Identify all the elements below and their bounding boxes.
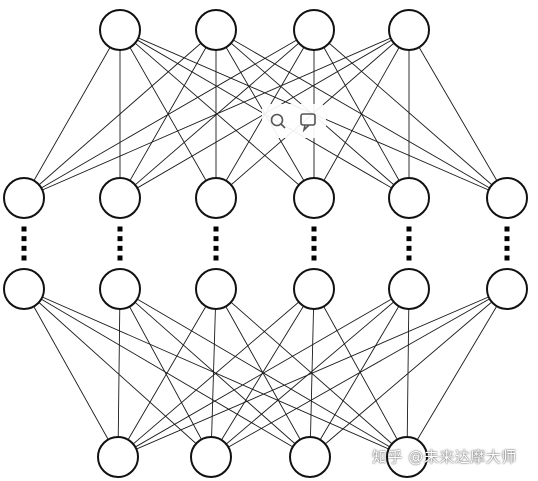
edge-lower-hidden-1-bottom-1 <box>119 288 212 458</box>
edge-lower-hidden-0-bottom-0 <box>23 288 119 458</box>
ellipsis-dot-0-1 <box>21 236 27 242</box>
node-upper-hidden-4 <box>388 177 430 219</box>
ellipsis-dot-5-2 <box>504 245 510 251</box>
edge-lower-hidden-0-bottom-1 <box>23 288 212 458</box>
node-upper-hidden-2 <box>195 177 237 219</box>
ellipsis-dot-1-2 <box>117 245 123 251</box>
network-edges <box>23 29 508 458</box>
edge-lower-hidden-3-bottom-1 <box>210 288 315 458</box>
node-top-1 <box>195 9 237 51</box>
edge-lower-hidden-3-bottom-0 <box>117 288 315 458</box>
edge-lower-hidden-1-bottom-2 <box>119 288 311 458</box>
edge-lower-hidden-2-bottom-0 <box>117 288 217 458</box>
ellipsis-dot-5-3 <box>504 255 510 261</box>
edge-lower-hidden-3-bottom-3 <box>313 288 408 458</box>
ellipsis-dot-1-3 <box>117 255 123 261</box>
edge-top-2-upper-hidden-5 <box>313 29 508 199</box>
node-bottom-0 <box>97 436 139 478</box>
ellipsis-dot-1-0 <box>117 226 123 232</box>
edge-lower-hidden-1-bottom-0 <box>117 288 121 458</box>
search-icon[interactable] <box>270 113 286 129</box>
image-toolbar-overlay <box>262 104 326 138</box>
edge-top-2-upper-hidden-0 <box>23 29 315 199</box>
ellipsis-dot-4-0 <box>406 226 412 232</box>
edge-lower-hidden-5-bottom-3 <box>406 288 508 458</box>
ellipsis-dot-4-2 <box>406 245 412 251</box>
node-upper-hidden-0 <box>3 177 45 219</box>
edge-top-0-upper-hidden-0 <box>23 29 121 199</box>
edge-top-3-upper-hidden-3 <box>313 29 410 199</box>
node-bottom-1 <box>190 436 232 478</box>
layer-ellipses <box>21 226 510 261</box>
node-lower-hidden-1 <box>99 268 141 310</box>
edge-top-1-upper-hidden-0 <box>23 29 217 199</box>
ellipsis-dot-4-1 <box>406 236 412 242</box>
network-nodes <box>3 9 528 478</box>
ellipsis-dot-3-2 <box>311 245 317 251</box>
node-bottom-3 <box>386 436 428 478</box>
ellipsis-dot-3-1 <box>311 236 317 242</box>
ellipsis-dot-0-2 <box>21 245 27 251</box>
ellipsis-dot-0-0 <box>21 226 27 232</box>
node-lower-hidden-4 <box>388 268 430 310</box>
ellipsis-dot-2-3 <box>213 255 219 261</box>
ellipsis-dot-5-0 <box>504 226 510 232</box>
node-lower-hidden-5 <box>486 268 528 310</box>
edge-lower-hidden-2-bottom-1 <box>210 288 217 458</box>
node-upper-hidden-3 <box>293 177 335 219</box>
edge-lower-hidden-5-bottom-1 <box>210 288 508 458</box>
ellipsis-dot-3-3 <box>311 255 317 261</box>
toolbar-background <box>262 104 326 138</box>
node-top-3 <box>388 9 430 51</box>
ellipsis-dot-4-3 <box>406 255 412 261</box>
node-bottom-2 <box>289 436 331 478</box>
node-upper-hidden-1 <box>99 177 141 219</box>
node-top-0 <box>99 9 141 51</box>
edge-top-3-upper-hidden-0 <box>23 29 410 199</box>
ellipsis-dot-1-1 <box>117 236 123 242</box>
ellipsis-dot-3-0 <box>311 226 317 232</box>
edge-lower-hidden-5-bottom-0 <box>117 288 508 458</box>
ellipsis-dot-5-1 <box>504 236 510 242</box>
edge-top-3-upper-hidden-5 <box>408 29 508 199</box>
watermark: 知乎 @未来达摩大师 <box>372 448 517 466</box>
edge-lower-hidden-5-bottom-2 <box>309 288 508 458</box>
node-lower-hidden-0 <box>3 268 45 310</box>
ellipsis-dot-2-1 <box>213 236 219 242</box>
edge-lower-hidden-4-bottom-0 <box>117 288 410 458</box>
node-top-2 <box>293 9 335 51</box>
edge-top-1-upper-hidden-1 <box>119 29 217 199</box>
ellipsis-dot-0-3 <box>21 255 27 261</box>
node-upper-hidden-5 <box>486 177 528 219</box>
node-lower-hidden-2 <box>195 268 237 310</box>
ellipsis-dot-2-0 <box>213 226 219 232</box>
comment-icon[interactable] <box>300 113 316 133</box>
node-lower-hidden-3 <box>293 268 335 310</box>
edge-lower-hidden-4-bottom-1 <box>210 288 410 458</box>
ellipsis-dot-2-2 <box>213 245 219 251</box>
